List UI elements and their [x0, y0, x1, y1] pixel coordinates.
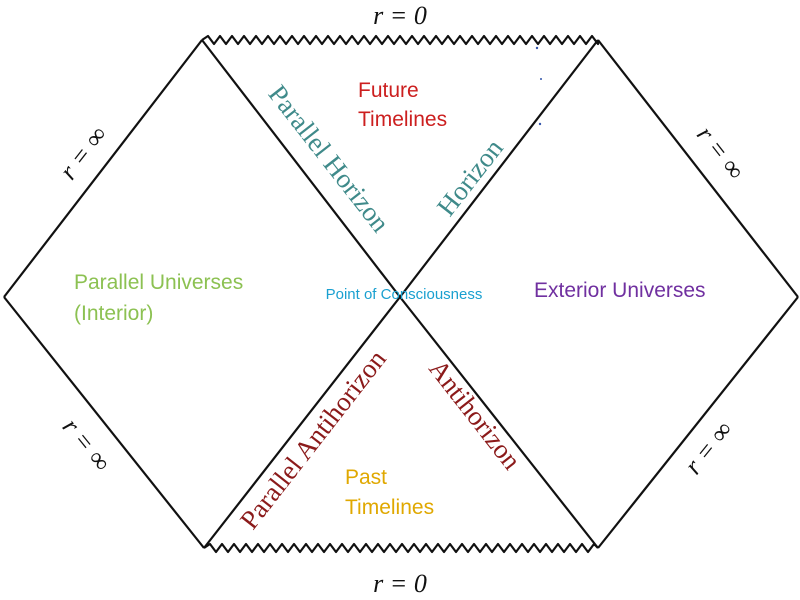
- past-timelines-label-line1: Past: [345, 466, 387, 489]
- speck-dot: [535, 46, 539, 50]
- parallel-universes-label-line1: Parallel Universes: [74, 271, 243, 294]
- bottom-r-zero-label: r = 0: [373, 569, 427, 598]
- upper-right-r-infinity-label: r = ∞: [691, 121, 750, 186]
- future-timelines-label-line2: Timelines: [358, 108, 447, 131]
- parallel-universes-label-line2: (Interior): [74, 302, 153, 325]
- upper-left-r-infinity-label: r = ∞: [54, 121, 113, 186]
- top-r-zero-label: r = 0: [373, 1, 427, 30]
- past-timelines-label-line2: Timelines: [345, 496, 434, 519]
- lower-right-boundary: [597, 296, 799, 549]
- future-timelines-label-line1: Future: [358, 79, 419, 102]
- upper-right-boundary: [597, 39, 799, 298]
- parallel-horizon-label: Parallel Horizon: [263, 79, 396, 238]
- horizon-line: [399, 39, 599, 298]
- speck-dot: [538, 122, 542, 126]
- antihorizon-label: Antihorizon: [423, 354, 527, 476]
- exterior-universes-label: Exterior Universes: [534, 279, 706, 302]
- lower-left-r-infinity-label: r = ∞: [57, 413, 117, 477]
- top-singularity-zigzag: [201, 34, 600, 46]
- bottom-singularity-zigzag: [203, 542, 599, 554]
- parallel-antihorizon-line: [203, 296, 401, 549]
- lower-right-r-infinity-label: r = ∞: [678, 416, 738, 480]
- antihorizon-line: [399, 296, 599, 549]
- point-of-consciousness-label: Point of Consciousness: [326, 286, 483, 303]
- parallel-horizon-line: [201, 39, 401, 298]
- horizon-label: Horizon: [431, 133, 509, 222]
- upper-left-boundary: [3, 39, 203, 298]
- lower-left-boundary: [3, 296, 205, 549]
- speck-dot: [540, 78, 542, 80]
